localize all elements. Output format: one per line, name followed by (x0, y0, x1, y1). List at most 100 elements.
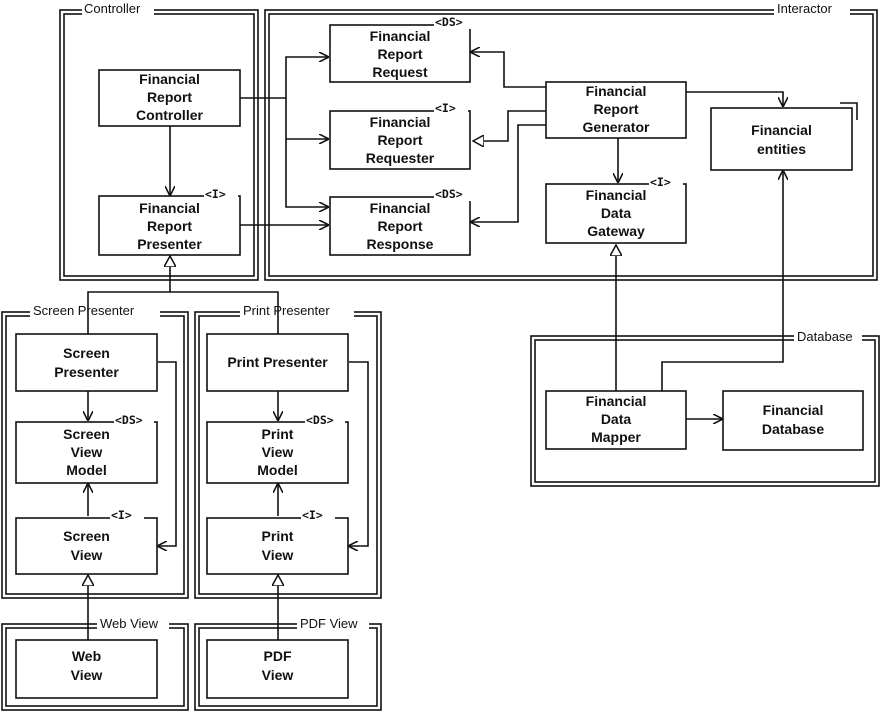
box-print-presenter: Print Presenter (206, 333, 349, 392)
svg-text:Controller: Controller (136, 107, 203, 123)
svg-text:Financial: Financial (763, 402, 824, 418)
svg-text:Gateway: Gateway (587, 223, 645, 239)
package-label-interactor: Interactor (777, 1, 833, 16)
svg-text:Data: Data (601, 205, 632, 221)
box-screen-view: <I> Screen View (15, 508, 158, 575)
box-financial-report-request: <DS> Financial Report Request (329, 15, 474, 83)
box-financial-entities: Financial entities (710, 102, 858, 171)
svg-text:PDF: PDF (264, 648, 292, 664)
edge-mapper-to-entities (661, 171, 783, 391)
package-label-pdf-view: PDF View (300, 616, 358, 631)
box-financial-report-response: <DS> Financial Report Response (329, 187, 474, 256)
package-pdf-view: PDF View (194, 616, 382, 711)
edge-print-presenter-to-view (349, 361, 369, 546)
stereotype-interface: <I> (302, 508, 323, 522)
svg-text:Print: Print (262, 426, 294, 442)
svg-text:View: View (71, 547, 103, 563)
svg-text:Database: Database (762, 421, 824, 437)
svg-text:Report: Report (377, 218, 422, 234)
svg-text:Requester: Requester (366, 150, 435, 166)
package-print-presenter: Print Presenter (194, 303, 382, 599)
box-financial-report-controller: Financial Report Controller (98, 69, 241, 127)
stereotype-data-structure: <DS> (115, 413, 143, 427)
svg-text:Financial: Financial (586, 187, 647, 203)
entities-corner-mark (840, 102, 858, 120)
svg-text:View: View (71, 667, 103, 683)
package-label-database: Database (797, 329, 853, 344)
svg-text:Financial: Financial (370, 28, 431, 44)
package-label-print-presenter: Print Presenter (243, 303, 330, 318)
svg-text:Presenter: Presenter (54, 364, 119, 380)
svg-text:Web: Web (72, 648, 101, 664)
stereotype-data-structure: <DS> (306, 413, 334, 427)
svg-text:Screen: Screen (63, 426, 110, 442)
edge-screen-presenter-realizes-presenter (87, 256, 170, 334)
stereotype-data-structure: <DS> (435, 187, 463, 201)
svg-text:Financial: Financial (139, 71, 200, 87)
edge-print-presenter-to-presenter (170, 291, 279, 334)
box-web-view: Web View (15, 639, 158, 699)
package-web-view: Web View (1, 616, 189, 711)
edge-screen-presenter-to-view (158, 361, 177, 546)
svg-text:Model: Model (66, 462, 106, 478)
connections (88, 52, 783, 640)
svg-text:entities: entities (757, 141, 806, 157)
svg-text:Financial: Financial (586, 393, 647, 409)
edge-controller-to-response (285, 139, 328, 207)
edge-generator-to-entities (686, 91, 783, 106)
svg-text:Report: Report (377, 46, 422, 62)
box-screen-presenter: Screen Presenter (15, 333, 158, 392)
svg-text:Financial: Financial (751, 122, 812, 138)
box-financial-database: Financial Database (722, 390, 864, 451)
svg-text:Mapper: Mapper (591, 429, 641, 445)
svg-text:Print Presenter: Print Presenter (227, 354, 328, 370)
svg-text:Report: Report (593, 101, 638, 117)
package-database: Database (530, 329, 880, 487)
box-print-view: <I> Print View (206, 508, 349, 575)
box-print-view-model: <DS> Print View Model (206, 413, 349, 484)
edge-controller-to-requester (285, 98, 328, 139)
package-controller: Controller (59, 1, 259, 281)
stereotype-interface: <I> (435, 101, 456, 115)
box-financial-report-presenter: <I> Financial Report Presenter (98, 187, 241, 256)
svg-text:Report: Report (147, 89, 192, 105)
edge-generator-to-request (471, 52, 546, 88)
svg-text:Financial: Financial (370, 114, 431, 130)
edge-generator-to-response (471, 124, 546, 222)
svg-text:View: View (262, 547, 294, 563)
box-financial-report-generator: Financial Report Generator (545, 81, 687, 139)
box-screen-view-model: <DS> Screen View Model (15, 413, 158, 484)
svg-text:Presenter: Presenter (137, 236, 202, 252)
package-screen-presenter: Screen Presenter (1, 303, 189, 599)
package-interactor: Interactor (264, 1, 878, 281)
edge-generator-realizes-requester (473, 110, 546, 141)
package-label-web-view: Web View (100, 616, 159, 631)
svg-text:Screen: Screen (63, 528, 110, 544)
svg-text:View: View (262, 667, 294, 683)
stereotype-interface: <I> (111, 508, 132, 522)
svg-text:Financial: Financial (586, 83, 647, 99)
svg-text:View: View (71, 444, 103, 460)
svg-text:Print: Print (262, 528, 294, 544)
svg-text:View: View (262, 444, 294, 460)
stereotype-interface: <I> (650, 175, 671, 189)
stereotype-data-structure: <DS> (435, 15, 463, 29)
svg-text:Financial: Financial (370, 200, 431, 216)
svg-text:Screen: Screen (63, 345, 110, 361)
package-label-controller: Controller (84, 1, 141, 16)
box-financial-data-mapper: Financial Data Mapper (545, 390, 687, 450)
svg-text:Report: Report (147, 218, 192, 234)
svg-text:Model: Model (257, 462, 297, 478)
svg-text:Financial: Financial (139, 200, 200, 216)
package-label-screen-presenter: Screen Presenter (33, 303, 135, 318)
svg-text:Request: Request (372, 64, 428, 80)
edge-controller-to-request (240, 57, 328, 99)
box-pdf-view: PDF View (206, 639, 349, 699)
svg-text:Report: Report (377, 132, 422, 148)
svg-text:Response: Response (367, 236, 434, 252)
stereotype-interface: <I> (205, 187, 226, 201)
svg-text:Generator: Generator (583, 119, 650, 135)
svg-text:Data: Data (601, 411, 632, 427)
box-financial-data-gateway: <I> Financial Data Gateway (545, 175, 687, 244)
